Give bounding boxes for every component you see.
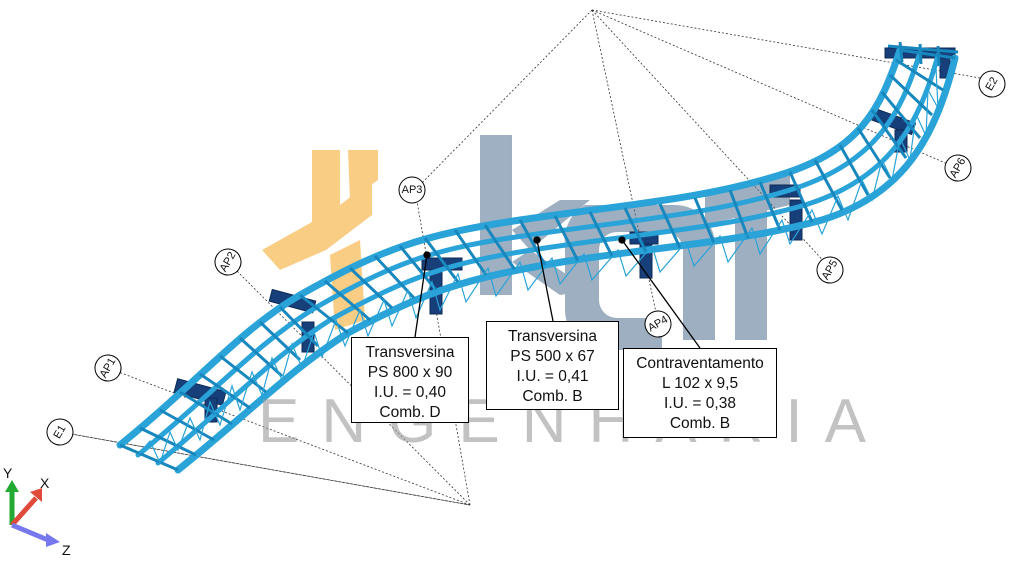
callout-line: I.U. = 0,38 [664, 395, 736, 412]
girder-c [155, 52, 941, 466]
support-tag-ap1: AP1 [94, 354, 122, 382]
support-label-e2: E2 [983, 75, 1000, 93]
callout-transversina-ps500: Transversina PS 500 x 67 I.U. = 0,41 Com… [486, 321, 619, 410]
axis-triad: Y X Z [3, 465, 71, 558]
callout-line: I.U. = 0,41 [516, 368, 589, 385]
support-tag-ap2: AP2 [214, 248, 242, 276]
callout-line: PS 500 x 67 [510, 348, 595, 365]
axis-x-label: X [40, 475, 50, 491]
support-label-e1: E1 [51, 423, 68, 441]
support-tag-ap5: AP5 [816, 256, 844, 284]
axis-y-label: Y [3, 465, 13, 481]
support-tag-e1: E1 [46, 418, 74, 446]
callout-line: Contraventamento [636, 355, 764, 372]
callout-transversina-ps800: Transversina PS 800 x 90 I.U. = 0,40 Com… [351, 337, 469, 423]
callout-line: Transversina [507, 328, 597, 345]
callout-line: Comb. B [669, 415, 731, 432]
outer-girder-d [174, 54, 959, 474]
support-tag-ap4: AP4 [644, 310, 672, 338]
callout-line: I.U. = 0,40 [374, 384, 446, 401]
support-tags: E1 AP1 AP2 AP3 AP4 AP5 AP6 E2 [46, 70, 1006, 446]
end-diaphragm-e2 [887, 41, 959, 67]
callout-contraventamento: Contraventamento L 102 x 9,5 I.U. = 0,38… [623, 348, 777, 438]
callout-line: PS 800 x 90 [367, 364, 453, 381]
callout-line: Comb. D [379, 404, 441, 421]
callout-line: Transversina [365, 344, 455, 361]
callout-line: L 102 x 9,5 [661, 375, 739, 392]
axis-x-arrow [10, 496, 38, 527]
axis-z-label: Z [62, 542, 71, 558]
outer-girder-a [116, 46, 904, 449]
bracing [137, 67, 939, 465]
axis-z-arrow [11, 522, 49, 543]
support-tag-ap3: AP3 [398, 176, 426, 204]
support-label-ap3: AP3 [402, 184, 423, 196]
callout-leaders [414, 236, 701, 349]
callout-line: Comb. B [522, 388, 583, 405]
support-tag-ap6: AP6 [944, 154, 972, 182]
cross-beams [119, 48, 956, 472]
support-tag-e2: E2 [978, 70, 1006, 98]
